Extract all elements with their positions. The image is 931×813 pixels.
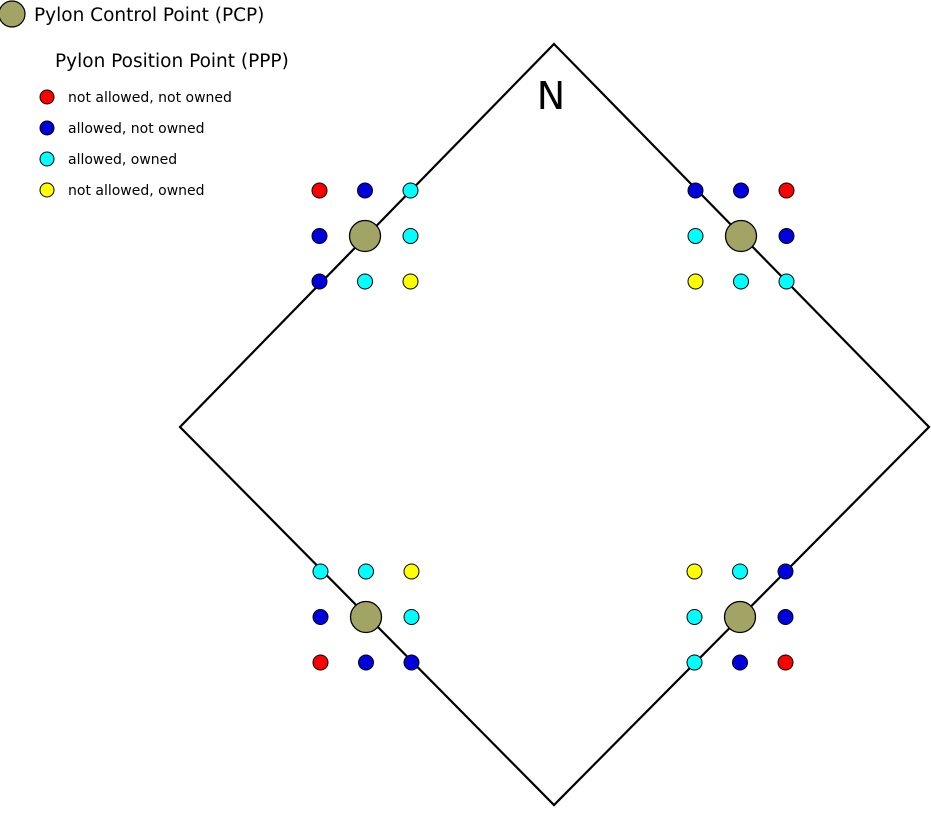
ppp-southeast-red-r3c3	[777, 654, 794, 671]
ppp-southwest-blue-r3c3	[403, 654, 420, 671]
ppp-northwest-blue-r1c2	[357, 182, 373, 199]
course-outline	[178, 42, 931, 807]
legend: Pylon Control Point (PCP) Pylon Position…	[0, 0, 289, 199]
ppp-northwest-red-r1c1	[311, 182, 328, 199]
ppp-southeast-cyan-r1c2	[732, 563, 748, 580]
ppp-southeast-blue-r1c3	[777, 563, 794, 580]
ppp-southwest-cyan-r1c1	[312, 563, 329, 580]
ppp-northeast-blue-r1c1	[687, 182, 704, 199]
yellow-ppp-dot-icon	[39, 182, 55, 198]
red-ppp-dot-icon	[39, 89, 55, 105]
legend-item-allowed-not-owned: allowed, not owned	[39, 120, 205, 137]
legend-item-label: allowed, not owned	[68, 121, 205, 137]
ppp-northeast-blue-r2c3	[778, 228, 795, 244]
ppp-southwest-blue-r2c1	[312, 609, 329, 625]
ppp-northeast-yellow-r3c1	[687, 273, 704, 290]
ppp-northwest-cyan-r3c2	[357, 273, 373, 290]
ppp-northwest-yellow-r3c3	[402, 273, 419, 290]
legend-item-label: not allowed, owned	[68, 183, 205, 199]
pcp-northwest	[348, 219, 382, 253]
ppp-southeast-cyan-r3c1	[686, 654, 703, 671]
legend-item-allowed-owned: allowed, owned	[39, 151, 177, 168]
ppp-southwest-red-r3c1	[312, 654, 329, 671]
legend-item-label: allowed, owned	[68, 152, 177, 168]
ppp-northwest-blue-r2c1	[311, 228, 328, 244]
ppp-northeast-blue-r1c2	[733, 182, 749, 199]
pcp-northeast	[724, 219, 758, 253]
ppp-northeast-cyan-r3c2	[733, 273, 749, 290]
ppp-southwest-cyan-r1c2	[358, 563, 374, 580]
pylons-group	[311, 182, 795, 671]
legend-item-not-allowed-owned: not allowed, owned	[39, 182, 205, 199]
ppp-northeast-cyan-r2c1	[687, 228, 704, 244]
ppp-legend-title: Pylon Position Point (PPP)	[55, 51, 289, 72]
pcp-southwest	[349, 600, 383, 634]
ppp-northeast-cyan-r3c3	[778, 273, 795, 290]
ppp-southeast-blue-r2c3	[777, 609, 794, 625]
north-label: N	[537, 74, 565, 118]
legend-item-label: not allowed, not owned	[68, 90, 232, 106]
ppp-southeast-cyan-r2c1	[686, 609, 703, 625]
ppp-northeast-red-r1c3	[778, 182, 795, 199]
blue-ppp-dot-icon	[39, 120, 55, 136]
ppp-southwest-blue-r3c2	[358, 654, 374, 671]
ppp-northwest-cyan-r2c3	[402, 228, 419, 244]
ppp-southwest-yellow-r1c3	[403, 563, 420, 580]
ppp-southeast-blue-r3c2	[732, 654, 748, 671]
ppp-southeast-yellow-r1c1	[686, 563, 703, 580]
ppp-southwest-cyan-r2c3	[403, 609, 420, 625]
cyan-ppp-dot-icon	[39, 151, 55, 167]
ppp-northwest-cyan-r1c3	[402, 182, 419, 199]
pcp-legend-label: Pylon Control Point (PCP)	[34, 5, 264, 26]
pcp-southeast	[723, 600, 757, 634]
legend-item-not-allowed-not-owned: not allowed, not owned	[39, 89, 232, 106]
pcp-legend-swatch-icon	[0, 0, 26, 28]
ppp-northwest-blue-r3c1	[311, 273, 328, 290]
